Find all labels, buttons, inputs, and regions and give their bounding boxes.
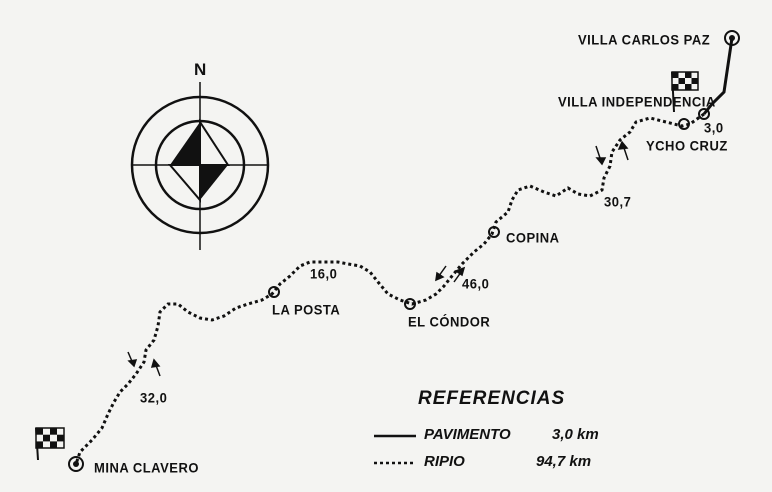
- label-el-condor: EL CÓNDOR: [408, 313, 491, 330]
- label-copina: COPINA: [506, 229, 560, 246]
- distance-3-0: 3,0: [704, 119, 724, 136]
- direction-arrows: [127, 140, 629, 377]
- marker-copina: [488, 226, 500, 238]
- finish-flag-icon: [671, 71, 699, 113]
- label-la-posta: LA POSTA: [272, 301, 341, 318]
- label-mina-clavero: MINA CLAVERO: [94, 459, 199, 476]
- marker-mina-clavero: [68, 456, 84, 472]
- paved-road: [702, 37, 734, 115]
- label-villa-carlos-paz: VILLA CARLOS PAZ: [578, 31, 711, 48]
- distance-46-0: 46,0: [462, 275, 490, 292]
- legend-paved-label: PAVIMENTO: [424, 426, 511, 443]
- marker-villa-carlos-paz: [724, 30, 740, 46]
- compass-rose: [130, 82, 270, 250]
- marker-villa-independencia: [698, 108, 710, 120]
- distance-32-0: 32,0: [140, 389, 168, 406]
- gravel-road: [74, 112, 705, 465]
- distance-30-7: 30,7: [604, 193, 632, 210]
- legend-paved-value: 3,0 km: [552, 426, 599, 443]
- label-ycho-cruz: YCHO CRUZ: [646, 137, 728, 154]
- legend-title: REFERENCIAS: [418, 388, 566, 409]
- distance-16-0: 16,0: [310, 265, 338, 282]
- legend-gravel-label: RIPIO: [424, 453, 465, 470]
- legend-gravel-value: 94,7 km: [536, 453, 592, 470]
- marker-ycho-cruz: [678, 118, 690, 130]
- start-flag-icon: [35, 427, 65, 461]
- label-villa-independencia: VILLA INDEPENDENCIA: [558, 93, 716, 110]
- compass-north-label: N: [194, 60, 207, 79]
- marker-el-condor: [404, 298, 416, 310]
- marker-la-posta: [268, 286, 280, 298]
- place-markers: [68, 30, 740, 472]
